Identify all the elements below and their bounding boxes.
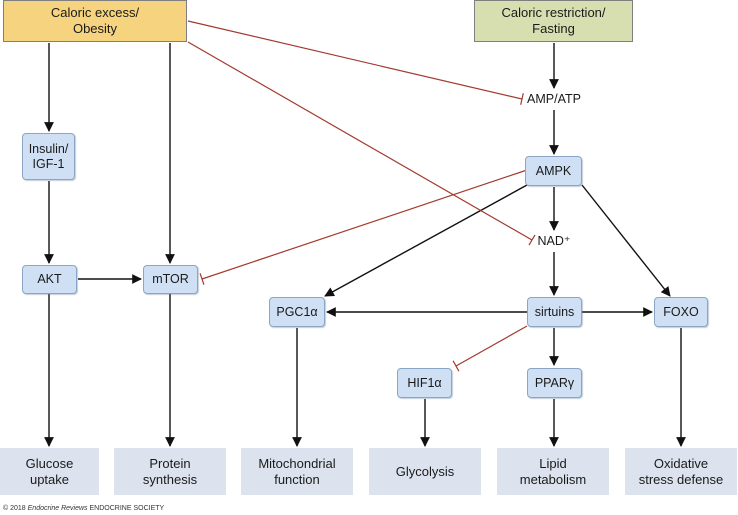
- akt-label: AKT: [37, 272, 62, 286]
- ampk-node: AMPK: [525, 156, 582, 186]
- insulin-igf1-node: Insulin/ IGF-1: [22, 133, 75, 180]
- foxo-node: FOXO: [654, 297, 708, 327]
- pgc1a-label: PGC1α: [276, 304, 318, 319]
- copyright-footer: © 2018 Endocrine Reviews ENDOCRINE SOCIE…: [3, 505, 164, 512]
- mitochondrial-function-label: Mitochondrial function: [258, 455, 336, 487]
- inhibit-excess-nad: [187, 41, 533, 241]
- copyright-prefix: © 2018: [3, 505, 26, 512]
- sirtuins-label: sirtuins: [534, 304, 575, 319]
- ppar-node: PPARγ: [527, 368, 582, 398]
- mtor-label: mTOR: [152, 272, 189, 286]
- insulin-igf1-label: Insulin/ IGF-1: [28, 141, 69, 171]
- society-name: ENDOCRINE SOCIETY: [89, 505, 165, 512]
- lipid-metabolism-label: Lipid metabolism: [519, 455, 587, 487]
- akt-node: AKT: [22, 265, 77, 294]
- pgc1a-node: PGC1α: [269, 297, 325, 327]
- inhibit-excess-nad-bar: [528, 234, 536, 246]
- ampk-label: AMPK: [535, 163, 572, 178]
- inhibit-ampk-mtor: [201, 169, 528, 280]
- caloric-excess-label: Caloric excess/ Obesity: [50, 5, 140, 36]
- inhibit-sirtuins-hif1a-bar: [452, 360, 460, 372]
- oxidative-stress-defense-node: Oxidative stress defense: [625, 448, 737, 495]
- protein-synthesis-label: Protein synthesis: [142, 455, 198, 487]
- mtor-node: mTOR: [143, 265, 198, 294]
- glycolysis-node: Glycolysis: [369, 448, 481, 495]
- caloric-restriction-node: Caloric restriction/ Fasting: [474, 0, 633, 42]
- amp-atp-node: AMP/ATP: [524, 89, 584, 110]
- glucose-uptake-node: Glucose uptake: [0, 448, 99, 495]
- foxo-label: FOXO: [663, 304, 699, 319]
- lipid-metabolism-node: Lipid metabolism: [497, 448, 609, 495]
- inhibit-ampk-mtor-bar: [199, 273, 205, 285]
- journal-name: Endocrine Reviews: [27, 505, 88, 512]
- amp-atp-label: AMP/ATP: [527, 92, 581, 106]
- nad-label: NAD⁺: [537, 234, 571, 248]
- caloric-excess-node: Caloric excess/ Obesity: [3, 0, 187, 42]
- arrow-ampk-foxo: [581, 184, 671, 297]
- glucose-uptake-label: Glucose uptake: [25, 455, 74, 487]
- glycolysis-label: Glycolysis: [395, 463, 455, 479]
- hif1a-label: HIF1α: [407, 375, 442, 390]
- hif1a-node: HIF1α: [397, 368, 452, 398]
- ppar-label: PPARγ: [534, 375, 575, 390]
- inhibit-sirtuins-hif1a: [455, 325, 528, 367]
- caloric-restriction-label: Caloric restriction/ Fasting: [501, 5, 606, 36]
- sirtuins-node: sirtuins: [527, 297, 582, 327]
- protein-synthesis-node: Protein synthesis: [114, 448, 226, 495]
- mitochondrial-function-node: Mitochondrial function: [241, 448, 353, 495]
- nad-node: NAD⁺: [534, 231, 574, 252]
- oxidative-stress-defense-label: Oxidative stress defense: [638, 455, 724, 487]
- inhibit-excess-ampatp: [187, 20, 523, 100]
- arrow-ampk-pgc1a: [324, 184, 528, 297]
- inhibit-excess-ampatp-bar: [520, 93, 524, 105]
